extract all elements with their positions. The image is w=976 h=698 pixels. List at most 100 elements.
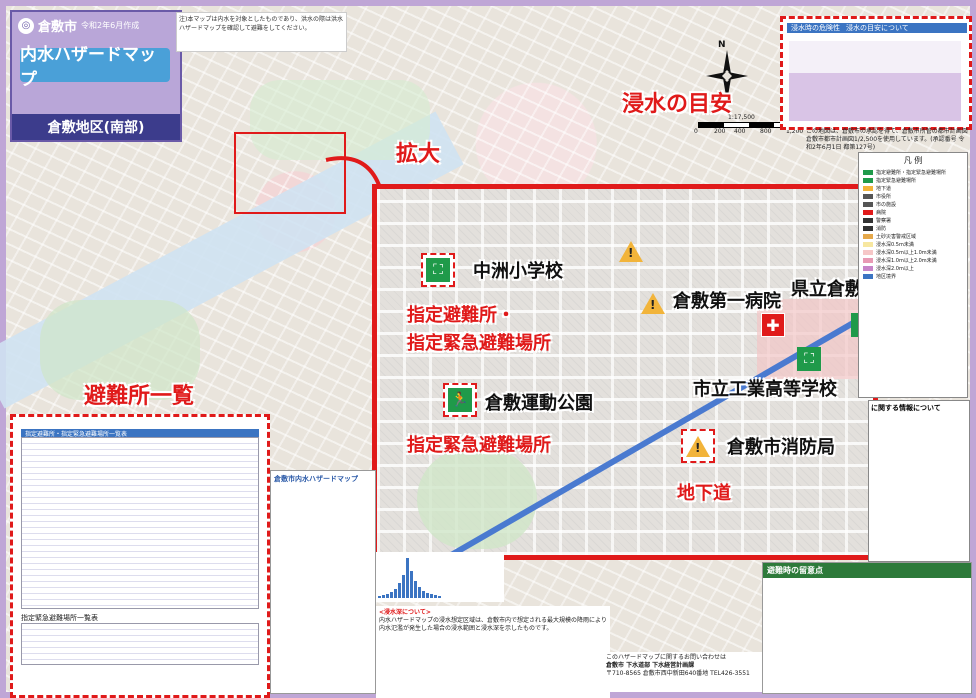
green-area	[40, 300, 200, 400]
legend-swatch	[863, 177, 873, 183]
rainfall-bar	[382, 595, 385, 598]
zoom-source-area[interactable]	[234, 132, 346, 214]
legend-label: 市の施設	[876, 201, 897, 208]
usage-note: 注)本マップは内水を対象としたものであり、洪水の際は洪水ハザードマップを確認して…	[176, 12, 347, 52]
contact-info: このハザードマップに関するお問い合わせは 倉敷市 下水道部 下水経営計画課 〒7…	[604, 652, 764, 692]
flood-guide-header: 浸水時の危険性 浸水の目安について	[787, 23, 967, 33]
rainfall-bar	[422, 591, 425, 598]
legend-item: 浸水深2.0m以上	[859, 264, 967, 272]
hospital-label: 倉敷第一病院	[673, 291, 781, 312]
rainfall-chart	[376, 552, 504, 602]
rainfall-bar	[390, 592, 393, 598]
flood-guide-callout: 浸水の目安	[622, 92, 733, 117]
title-block: ◎ 倉敷市 令和2年6月作成 内水ハザードマップ 倉敷地区(南部)	[10, 10, 182, 142]
shelter-list-callout: 避難所一覧	[84, 384, 195, 409]
legend-item: 消防	[859, 224, 967, 232]
legend-label: 地下道	[876, 185, 892, 192]
legend-label: 指定緊急避難場所	[876, 177, 917, 184]
legend-label: 指定避難所・指定緊急避難場所	[876, 169, 947, 176]
flood-guide-title: 浸水時の危険性	[791, 24, 840, 32]
rainfall-bar	[426, 593, 429, 598]
shelter-list-panel[interactable]: 指定避難所・指定緊急避難場所一覧表 指定緊急避難場所一覧表	[10, 414, 270, 698]
notes-body: 内水ハザードマップの浸水想定区域は、倉敷市内で想定される最大規模の降雨により内水…	[379, 617, 607, 632]
shelter-type-label: 指定緊急避難場所	[407, 333, 551, 354]
underpass-marker[interactable]	[681, 429, 715, 463]
rainfall-bar	[402, 575, 405, 598]
legend-item: 土砂災害警戒区域	[859, 232, 967, 240]
legend-swatch	[863, 225, 873, 231]
legend-item: 病院	[859, 208, 967, 216]
rainfall-bar	[394, 589, 397, 598]
shelter-marker[interactable]: ⛶	[797, 347, 821, 371]
rainfall-bar	[410, 571, 413, 598]
shelter-table	[21, 437, 259, 609]
legend-swatch	[863, 273, 873, 279]
emergency-site-icon: 🏃	[448, 388, 472, 412]
emergency-site-marker[interactable]: 🏃	[443, 383, 477, 417]
legend-label: 警察署	[876, 217, 892, 224]
legend-item: 指定避難所・指定緊急避難場所	[859, 168, 967, 176]
evacuation-tips-panel: 避難時の留意点	[762, 562, 972, 694]
legend-label: 地区境界	[876, 273, 897, 280]
legend-label: 浸水深2.0m以上	[876, 265, 914, 272]
park-label: 倉敷運動公園	[485, 393, 593, 414]
rainfall-bar	[378, 596, 381, 598]
city-header: ◎ 倉敷市 令和2年6月作成	[18, 16, 139, 35]
legend-item: 指定緊急避難場所	[859, 176, 967, 184]
contact-line: 〒710-8565 倉敷市西中新田640番地 TEL426-3551	[606, 670, 750, 677]
legend-swatch	[863, 257, 873, 263]
compass-north-label: N	[718, 40, 726, 50]
scale-bar: 1:17,500 0 200 400 800 1,200	[688, 114, 808, 136]
info-panel-title: に関する情報について	[869, 401, 969, 415]
rainfall-bar	[430, 594, 433, 598]
legend-label: 浸水深0.5m以上1.0m未満	[876, 249, 937, 256]
underpass-marker[interactable]	[619, 241, 643, 262]
rainfall-bar	[398, 583, 401, 598]
shelter-type-label: 指定避難所・	[407, 305, 515, 326]
shelter-table-header: 指定避難所・指定緊急避難場所一覧表	[21, 429, 259, 438]
emergency-table	[21, 623, 259, 665]
legend-swatch	[863, 185, 873, 191]
evacuation-shelter-icon: ⛶	[797, 347, 821, 371]
warning-icon	[641, 293, 665, 314]
city-name: 倉敷市	[38, 20, 78, 35]
rainfall-bar	[386, 594, 389, 598]
legend-title: 凡 例	[903, 156, 923, 165]
city-emblem-icon: ◎	[18, 17, 34, 34]
warning-icon	[686, 435, 710, 457]
hazard-info-panel: 倉敷市内水ハザードマップ	[270, 470, 376, 694]
warning-icon	[619, 241, 643, 262]
legend-label: 浸水深1.0m以上2.0m未満	[876, 257, 937, 264]
hazard-panel-title: 倉敷市内水ハザードマップ	[274, 475, 358, 483]
school-label: 中洲小学校	[473, 261, 563, 282]
legend-swatch	[863, 169, 873, 175]
legend-swatch	[863, 209, 873, 215]
green-area	[417, 449, 537, 549]
contact-line: 倉敷市 下水道部 下水経営計画課	[606, 662, 695, 669]
legend-label: 市役所	[876, 193, 892, 200]
scale-tick: 200	[714, 128, 726, 135]
hospital-icon[interactable]: ✚	[761, 313, 785, 337]
rainfall-bar	[434, 595, 437, 598]
rainfall-bar	[414, 581, 417, 598]
underpass-callout: 地下道	[677, 483, 731, 504]
shelter-marker[interactable]: ⛶	[421, 253, 455, 287]
legend-swatch	[863, 217, 873, 223]
evacuation-shelter-icon: ⛶	[426, 258, 450, 282]
rainfall-bar	[406, 558, 409, 598]
legend-label: 消防	[876, 225, 887, 232]
expand-callout: 拡大	[396, 142, 441, 167]
legend-item: 浸水深0.5m以上1.0m未満	[859, 248, 967, 256]
scale-tick: 800	[760, 128, 772, 135]
emergency-table-header: 指定緊急避難場所一覧表	[21, 614, 98, 622]
legend-item: 市の施設	[859, 200, 967, 208]
notes-panel: <浸水深について> 内水ハザードマップの浸水想定区域は、倉敷市内で想定される最大…	[376, 606, 610, 698]
flood-depth-guide[interactable]: 浸水時の危険性 浸水の目安について	[780, 16, 972, 130]
legend-item: 地区境界	[859, 272, 967, 280]
legend-label: 土砂災害警戒区域	[876, 233, 917, 240]
rainfall-bar	[418, 587, 421, 598]
legend-item: 浸水深0.5m未満	[859, 240, 967, 248]
underpass-marker[interactable]	[641, 293, 665, 314]
zoomed-map-inset[interactable]: ⛶ 中洲小学校 指定避難所・ 指定緊急避難場所 倉敷第一病院 ✚ 県立倉敷 ⛶ …	[372, 184, 878, 560]
